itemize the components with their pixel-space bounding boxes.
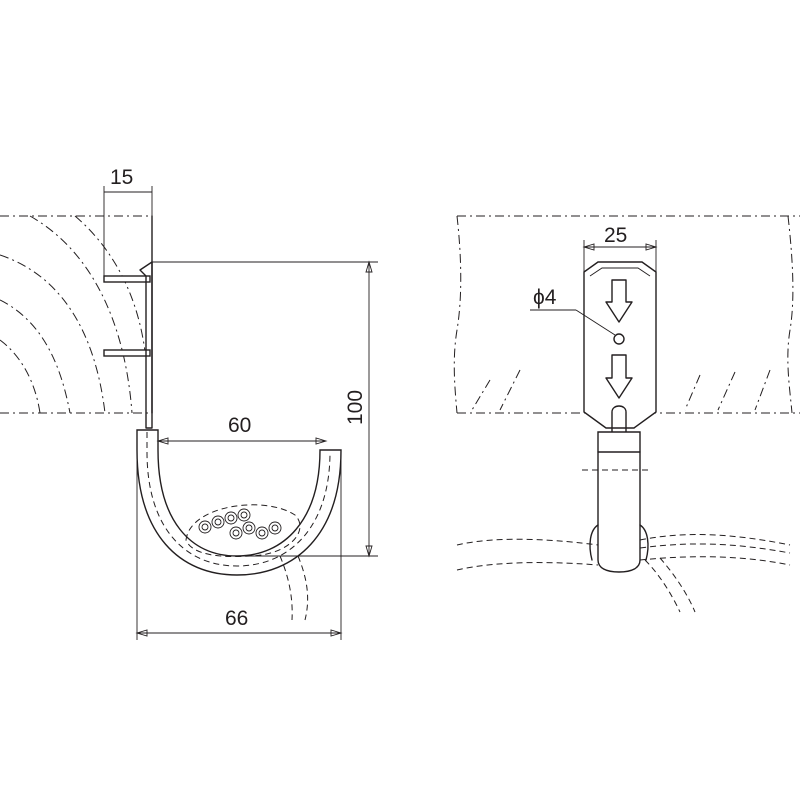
arrow-marks [605,279,633,399]
u-hook [136,429,342,576]
side-view: 15 60 100 66 [0,166,378,640]
dim-100-label: 100 [344,390,367,425]
dim-66: 66 [135,450,343,640]
dim-phi4-label: ϕ4 [533,286,557,309]
slot [611,405,627,433]
beam-side [0,215,153,414]
mounting-plate [139,261,153,429]
dim-100: 100 [152,260,378,558]
front-plate [583,261,657,429]
dim-15: 15 [103,166,153,276]
cable-bundle [185,504,309,621]
dim-15-label: 15 [110,166,133,189]
nail-hole [613,333,625,345]
dim-66-label: 66 [225,607,248,630]
nails [103,275,151,357]
beam-front [453,215,800,414]
front-view: 25 ϕ4 [453,215,800,613]
dim-60-label: 60 [228,414,251,437]
dim-25-label: 25 [604,224,627,247]
hook-stem [582,431,652,573]
dim-25: 25 [582,224,658,272]
cables-front [456,524,791,613]
dim-phi4: ϕ4 [530,286,616,336]
dim-60: 60 [156,414,328,445]
